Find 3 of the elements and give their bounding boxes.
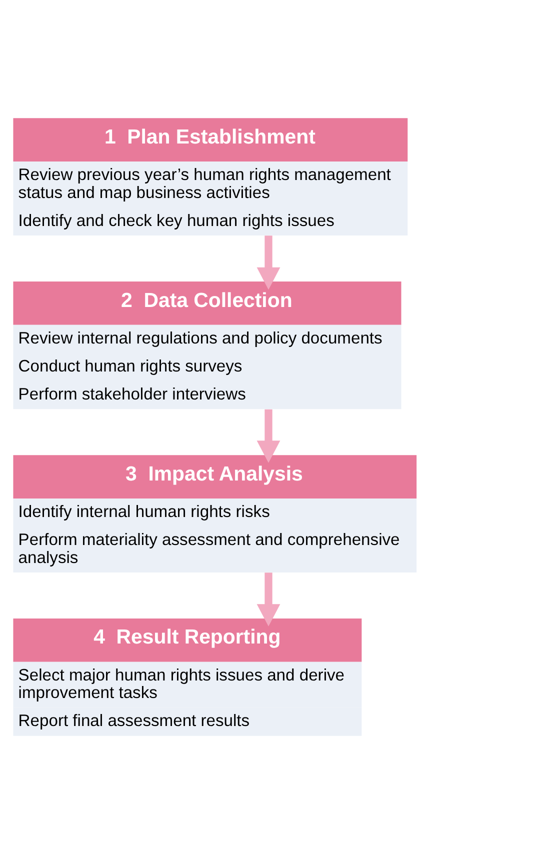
arrow	[256, 408, 280, 462]
arrow	[256, 235, 280, 290]
arrow	[256, 572, 280, 626]
